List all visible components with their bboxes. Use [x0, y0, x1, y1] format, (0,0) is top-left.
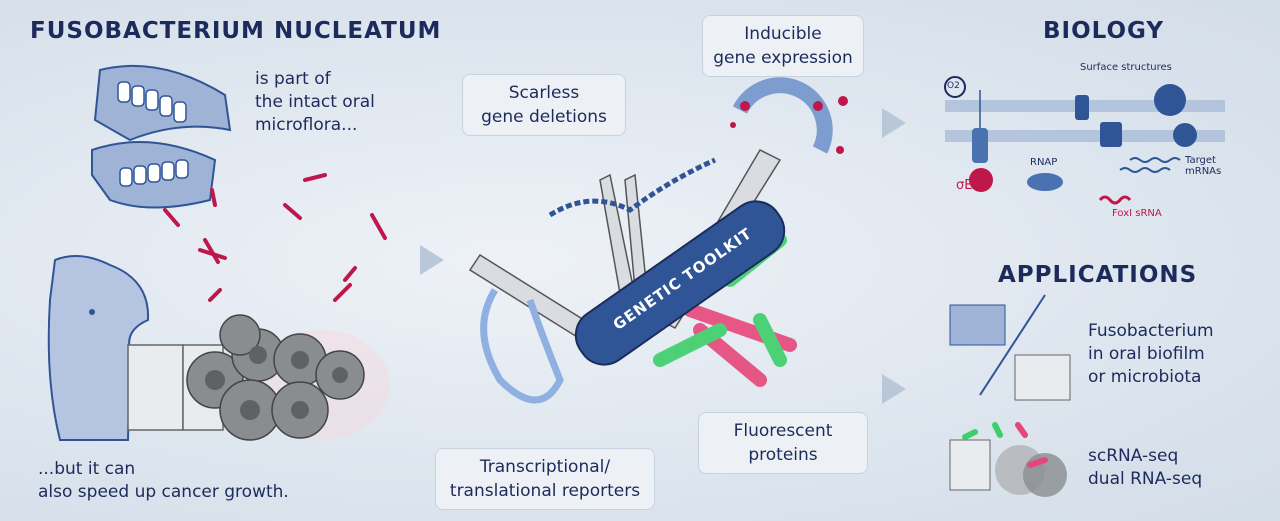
- text-line: ...but it can: [38, 459, 136, 479]
- text-line: translational reporters: [449, 481, 641, 501]
- text-line: Inducible: [744, 24, 822, 44]
- reporters-box: Transcriptional/translational reporters: [435, 448, 655, 510]
- application-rnaseq: scRNA-seq dual RNA-seq: [1088, 445, 1202, 491]
- text-line: in oral biofilm: [1088, 344, 1205, 364]
- biology-title: BIOLOGY: [1043, 18, 1165, 44]
- applications-illustration: [949, 294, 1071, 497]
- surface-structures-label: Surface structures: [1080, 62, 1172, 73]
- arrow-right-icon: [882, 374, 906, 404]
- arrow-right-icon: [882, 108, 906, 138]
- cancer-text: ...but it can also speed up cancer growt…: [38, 458, 289, 504]
- application-biofilm: Fusobacterium in oral biofilm or microbi…: [1088, 320, 1214, 389]
- jaw-illustration: [91, 64, 232, 209]
- genetic-toolkit-illustration: [468, 77, 848, 404]
- arrow-right-icon: [420, 245, 444, 275]
- text-line: mRNAs: [1185, 166, 1222, 177]
- text-line: dual RNA-seq: [1088, 469, 1203, 489]
- text-line: is part of: [255, 69, 331, 89]
- rnap-label: RNAP: [1030, 157, 1058, 168]
- sigma-label: σE: [956, 178, 973, 193]
- inducible-box: Inducible gene expression: [702, 15, 864, 77]
- text-line: Scarless: [508, 83, 580, 103]
- applications-title: APPLICATIONS: [998, 262, 1198, 288]
- text-line: microflora...: [255, 115, 358, 135]
- body-and-tumor-illustration: [47, 255, 390, 441]
- bacteria: [163, 173, 387, 302]
- text-line: Fluorescent: [733, 421, 833, 441]
- text-line: Transcriptional/: [479, 457, 611, 477]
- biology-illustration: [944, 76, 1225, 205]
- fluorescent-box: Fluorescent proteins: [698, 412, 868, 474]
- text-line: the intact oral: [255, 92, 375, 112]
- scarless-box: Scarless gene deletions: [462, 74, 626, 136]
- o2-label: O2: [947, 81, 960, 91]
- srna-label: FoxI sRNA: [1112, 208, 1162, 219]
- text-line: scRNA-seq: [1088, 446, 1179, 466]
- text-line: Fusobacterium: [1088, 321, 1214, 341]
- fusobacterium-title: FUSOBACTERIUM NUCLEATUM: [30, 18, 442, 44]
- text-line: gene expression: [713, 48, 853, 68]
- text-line: proteins: [748, 445, 818, 465]
- text-line: Target: [1185, 155, 1216, 166]
- intro-text: is part of the intact oral microflora...: [255, 68, 375, 137]
- text-line: gene deletions: [481, 107, 607, 127]
- text-line: or microbiota: [1088, 367, 1202, 387]
- text-line: also speed up cancer growth.: [38, 482, 289, 502]
